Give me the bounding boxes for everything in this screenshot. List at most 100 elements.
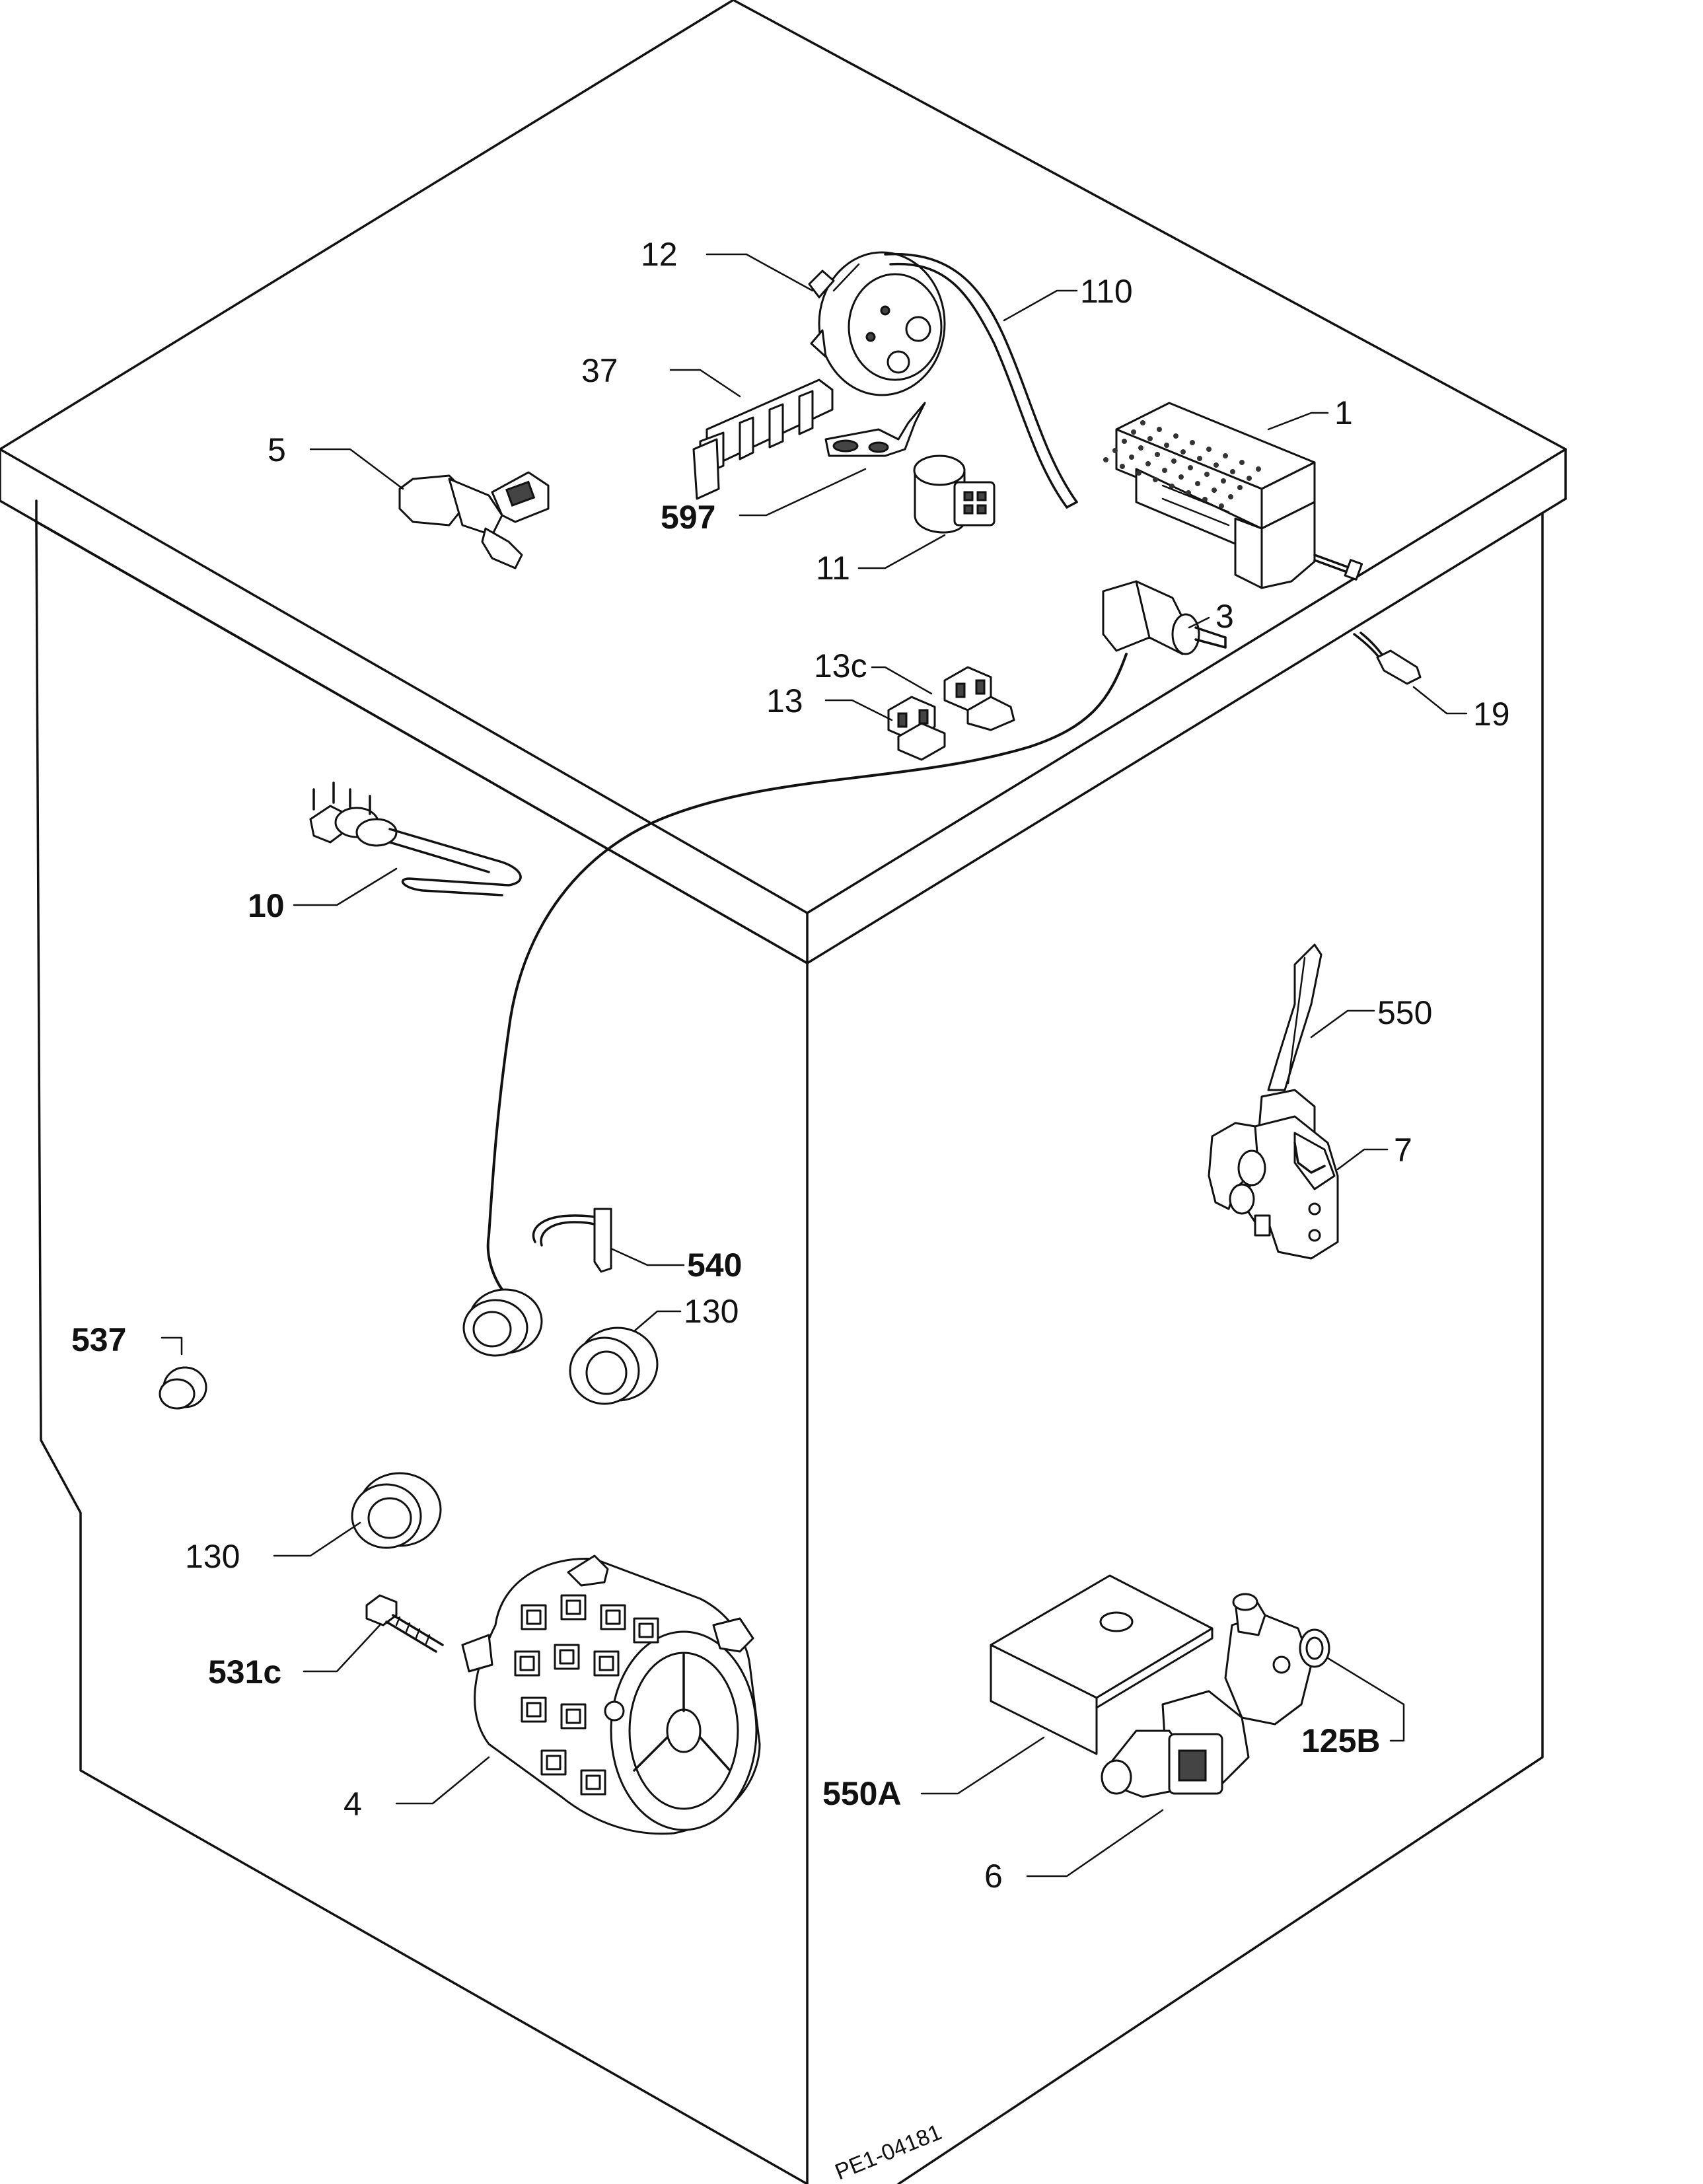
programmer-dot	[1230, 469, 1235, 474]
programmer-dot	[1239, 460, 1245, 465]
motor-vent-window-inner	[519, 1656, 535, 1671]
callout-19: 19	[1473, 696, 1510, 733]
callout-597: 597	[661, 499, 715, 536]
hose-part-550	[1267, 943, 1323, 1091]
programmer-dot	[1122, 439, 1127, 444]
callout-130-upper: 130	[684, 1293, 739, 1330]
drain-pump-part-6	[1101, 1593, 1313, 1798]
switch-part-3	[1102, 580, 1227, 655]
grommet-part-130-upper	[569, 1327, 659, 1405]
motor-vent-windows	[514, 1594, 659, 1796]
callout-labels: 12 110 37 1 5 597 11 3 13c 13 19 10 550 …	[71, 236, 1510, 1895]
programmer-dot	[1237, 485, 1243, 490]
screw-part-531c	[365, 1594, 444, 1653]
callout-11: 11	[816, 550, 850, 587]
fitting-part-5	[398, 471, 550, 569]
programmer-dot	[1204, 472, 1210, 477]
programmer-dot	[1195, 481, 1200, 486]
motor-vent-window-inner	[526, 1609, 542, 1625]
programmer-dot	[1212, 488, 1217, 493]
programmer-dot	[1223, 453, 1228, 458]
programmer-dot	[1171, 458, 1177, 464]
motor-vent-window-inner	[638, 1622, 654, 1638]
callout-531c: 531c	[208, 1654, 281, 1691]
connector-part-13c	[943, 666, 1015, 731]
leader-lines	[161, 253, 1468, 1877]
wire-harness	[486, 653, 1128, 1303]
connector-part-13	[887, 696, 946, 761]
seal-ring-part-125B	[1299, 1628, 1330, 1668]
programmer-dot	[1147, 436, 1153, 441]
programmer-dot	[1169, 484, 1175, 489]
callout-37: 37	[581, 352, 618, 389]
drawing-code: PE1-04181	[832, 2119, 945, 2184]
cabinet-outline	[0, 0, 1567, 2184]
callout-4: 4	[344, 1786, 362, 1823]
callout-125B: 125B	[1301, 1722, 1381, 1759]
callout-537: 537	[71, 1321, 126, 1358]
callout-13c: 13c	[814, 647, 867, 684]
motor-vent-window-inner	[546, 1755, 562, 1770]
callout-110: 110	[1080, 273, 1133, 310]
motor-vent-window-inner	[526, 1702, 542, 1718]
programmer-dot	[1112, 448, 1118, 453]
programmer-dot	[1140, 420, 1145, 425]
motor-vent-window-inner	[598, 1656, 614, 1671]
programmer-dot	[1138, 445, 1143, 451]
programmer-grid-dots	[1103, 420, 1261, 509]
callout-10: 10	[248, 887, 285, 924]
cover-part-550A	[990, 1574, 1214, 1755]
clamp-part-597	[824, 402, 926, 457]
callout-550: 550	[1377, 994, 1432, 1031]
callout-130-lower: 130	[185, 1538, 240, 1575]
programmer-dot	[1247, 476, 1252, 481]
heating-element-part-10	[309, 782, 522, 896]
programmer-dot	[1131, 429, 1136, 435]
programmer-dot	[1157, 427, 1162, 432]
programmer-part-1	[1103, 402, 1363, 589]
programmer-dot	[1221, 478, 1226, 484]
programmer-dot	[1214, 462, 1219, 468]
capacitor-part-11	[913, 455, 996, 534]
sensor-part-19	[1353, 632, 1422, 685]
motor-vent-window-inner	[585, 1774, 601, 1790]
callout-13: 13	[766, 682, 803, 719]
motor-vent-window-inner	[559, 1649, 575, 1665]
pressure-hose-part-110	[884, 252, 1078, 509]
callout-3: 3	[1215, 598, 1234, 635]
programmer-dot	[1173, 433, 1178, 439]
programmer-dot	[1129, 455, 1134, 460]
callout-7: 7	[1394, 1132, 1412, 1169]
callout-550A: 550A	[822, 1775, 902, 1812]
programmer-dot	[1202, 497, 1208, 502]
programmer-dot	[1219, 503, 1224, 509]
pressure-switch-part-12	[808, 251, 946, 396]
callout-5: 5	[268, 431, 286, 468]
programmer-dot	[1256, 466, 1261, 472]
programmer-dot	[1186, 490, 1191, 495]
callout-540: 540	[687, 1247, 742, 1284]
motor-vent-window-inner	[565, 1599, 581, 1615]
motor-vent-window-inner	[605, 1609, 621, 1625]
terminal-block-part-37	[692, 379, 834, 500]
programmer-dot	[1206, 447, 1212, 452]
programmer-dot	[1120, 464, 1125, 469]
programmer-dot	[1103, 457, 1108, 462]
programmer-dot	[1190, 440, 1195, 445]
programmer-dot	[1197, 456, 1202, 461]
programmer-dot	[1162, 468, 1167, 473]
callout-1: 1	[1334, 394, 1353, 431]
plug-part-537	[159, 1366, 207, 1410]
grommet-on-wire	[462, 1288, 543, 1357]
programmer-dot	[1228, 494, 1233, 499]
programmer-dot	[1164, 443, 1169, 448]
programmer-dot	[1188, 465, 1193, 470]
callout-12: 12	[641, 236, 678, 273]
door-lock-part-7	[1208, 1089, 1339, 1260]
programmer-dot	[1136, 470, 1141, 476]
cable-tie-part-540	[532, 1208, 612, 1273]
grommet-part-130-lower	[351, 1472, 442, 1549]
motor-vent-window-inner	[565, 1708, 581, 1724]
programmer-dot	[1145, 461, 1151, 466]
